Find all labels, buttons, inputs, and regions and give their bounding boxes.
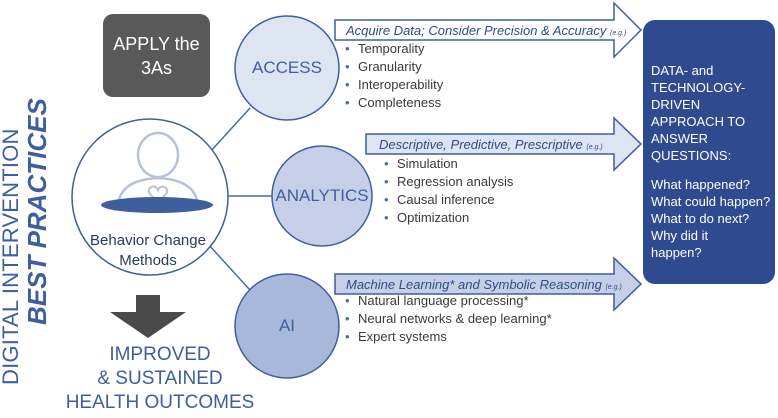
analytics-arrow-text: Descriptive, Predictive, Prescriptive (e… (379, 137, 603, 152)
outcome-line1: IMPROVED (109, 344, 211, 365)
list-item: Simulation (381, 155, 513, 173)
side-title-line1: DIGITAL INTERVENTION (0, 128, 23, 385)
approach-questions: What happened? What could happen? What t… (651, 177, 771, 260)
analytics-arrow-label: Descriptive, Predictive, Prescriptive (379, 137, 583, 152)
list-item: Optimization (381, 209, 513, 227)
approach-box: DATA- and TECHNOLOGY- DRIVEN APPROACH TO… (643, 20, 775, 284)
access-label: ACCESS (252, 58, 322, 77)
analytics-label: ANALYTICS (275, 186, 369, 205)
approach-heading: DATA- and TECHNOLOGY- DRIVEN APPROACH TO… (651, 63, 746, 163)
access-arrow-text: Acquire Data; Consider Precision & Accur… (346, 23, 626, 38)
analytics-list: Simulation Regression analysis Causal in… (381, 155, 513, 227)
list-item: Causal inference (381, 191, 513, 209)
bcm-line2: Methods (119, 252, 177, 269)
list-item: Natural language processing* (342, 292, 552, 310)
person-heart-icon (101, 131, 213, 213)
list-item: Interoperability (342, 76, 443, 94)
list-item: Completeness (342, 94, 443, 112)
down-arrow-icon (110, 295, 186, 338)
ai-circle (234, 273, 340, 379)
ai-eg: (e.g.) (605, 284, 622, 291)
outcome-text: IMPROVED & SUSTAINED HEALTH OUTCOMES (60, 343, 260, 415)
list-item: Neural networks & deep learning* (342, 310, 552, 328)
ai-list: Natural language processing* Neural netw… (342, 292, 552, 346)
apply-line1: APPLY the (113, 33, 200, 54)
access-circle (234, 15, 340, 121)
access-eg: (e.g.) (609, 30, 627, 37)
bcm-line1: Behavior Change (90, 232, 206, 249)
analytics-arrow (365, 116, 643, 172)
outcome-line2: & SUSTAINED (97, 368, 223, 389)
list-item: Temporality (342, 40, 443, 58)
list-item: Regression analysis (381, 173, 513, 191)
connector-access (209, 107, 251, 153)
apply-box: APPLY the 3As (103, 14, 210, 97)
apply-line2: 3As (140, 57, 173, 78)
access-list: Temporality Granularity Interoperability… (342, 40, 443, 112)
analytics-circle (271, 145, 373, 247)
center-circle (71, 118, 229, 276)
ai-label: AI (278, 316, 296, 335)
access-arrow-label: Acquire Data; Consider Precision & Accur… (346, 23, 607, 38)
outcome-line3: HEALTH OUTCOMES (65, 392, 255, 413)
list-item: Expert systems (342, 328, 552, 346)
analytics-eg: (e.g.) (586, 144, 603, 151)
connector-ai (207, 243, 251, 291)
side-title-line2: BEST PRACTICES (22, 98, 52, 325)
behavior-change-label: Behavior Change Methods (78, 231, 218, 271)
ai-arrow-text: Machine Learning* and Symbolic Reasoning… (346, 277, 622, 292)
ai-arrow-label: Machine Learning* and Symbolic Reasoning (346, 277, 602, 292)
list-item: Granularity (342, 58, 443, 76)
